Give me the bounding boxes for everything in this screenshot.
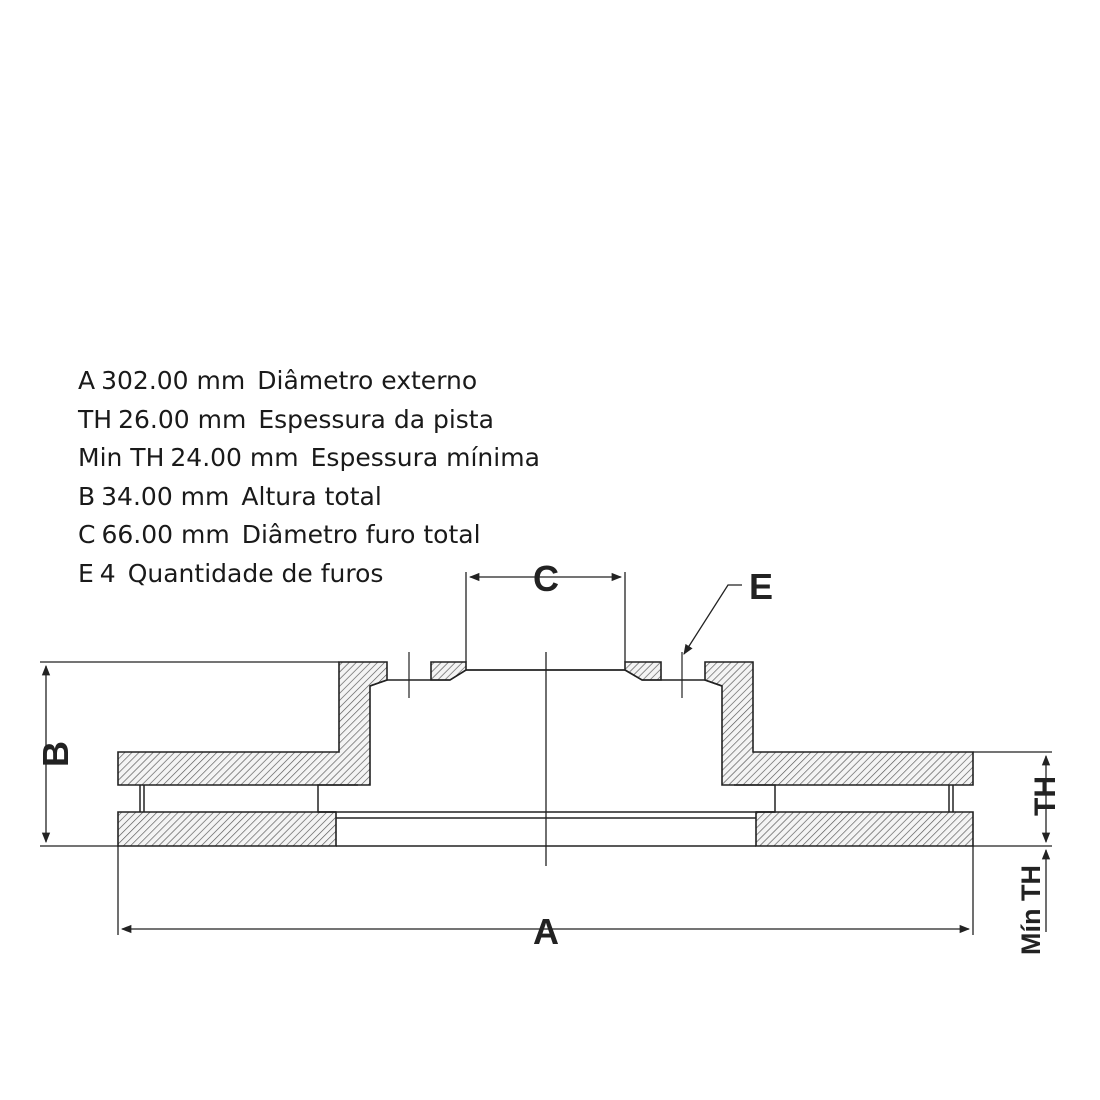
spec-value: 24.00 mm — [170, 443, 299, 473]
spec-code: TH — [78, 404, 113, 434]
spec-code: E — [78, 558, 94, 588]
spec-value: 26.00 mm — [118, 404, 247, 434]
spec-value: 34.00 mm — [101, 481, 230, 511]
flange-piece-left — [430, 661, 467, 681]
dimension-lines — [40, 572, 1052, 935]
label-th: TH — [1029, 776, 1062, 816]
spec-description: Altura total — [241, 481, 382, 511]
lower-ring-right — [755, 811, 974, 847]
label-e: E — [749, 566, 773, 607]
lower-ring-left — [117, 811, 337, 847]
label-b: B — [35, 741, 76, 767]
disc-cross-section — [117, 661, 974, 847]
label-c: C — [533, 558, 559, 599]
label-min-th: Mín TH — [1016, 865, 1046, 955]
spec-description: Diâmetro externo — [257, 366, 478, 395]
inner-step-left — [317, 784, 358, 813]
spec-description: Quantidade de furos — [127, 558, 384, 588]
flange-piece-right — [624, 661, 662, 681]
hat-section-left — [117, 661, 388, 786]
spec-value: 302.00 mm — [101, 366, 246, 395]
spec-value: 66.00 mm — [101, 520, 230, 550]
label-a: A — [533, 911, 559, 952]
spec-description: Espessura da pista — [258, 404, 494, 434]
hat-section-right — [704, 661, 974, 786]
disc-outlines — [139, 652, 954, 866]
spec-code: B — [78, 481, 96, 511]
inner-step-right — [734, 784, 776, 813]
spec-description: Espessura mínima — [310, 443, 540, 473]
spec-code: Min TH — [78, 443, 165, 473]
spec-description: Diâmetro furo total — [241, 520, 481, 550]
spec-value: 4 — [99, 558, 116, 588]
e-leader-line — [683, 584, 742, 655]
spec-code: C — [78, 520, 96, 550]
spec-code: A — [78, 366, 96, 395]
